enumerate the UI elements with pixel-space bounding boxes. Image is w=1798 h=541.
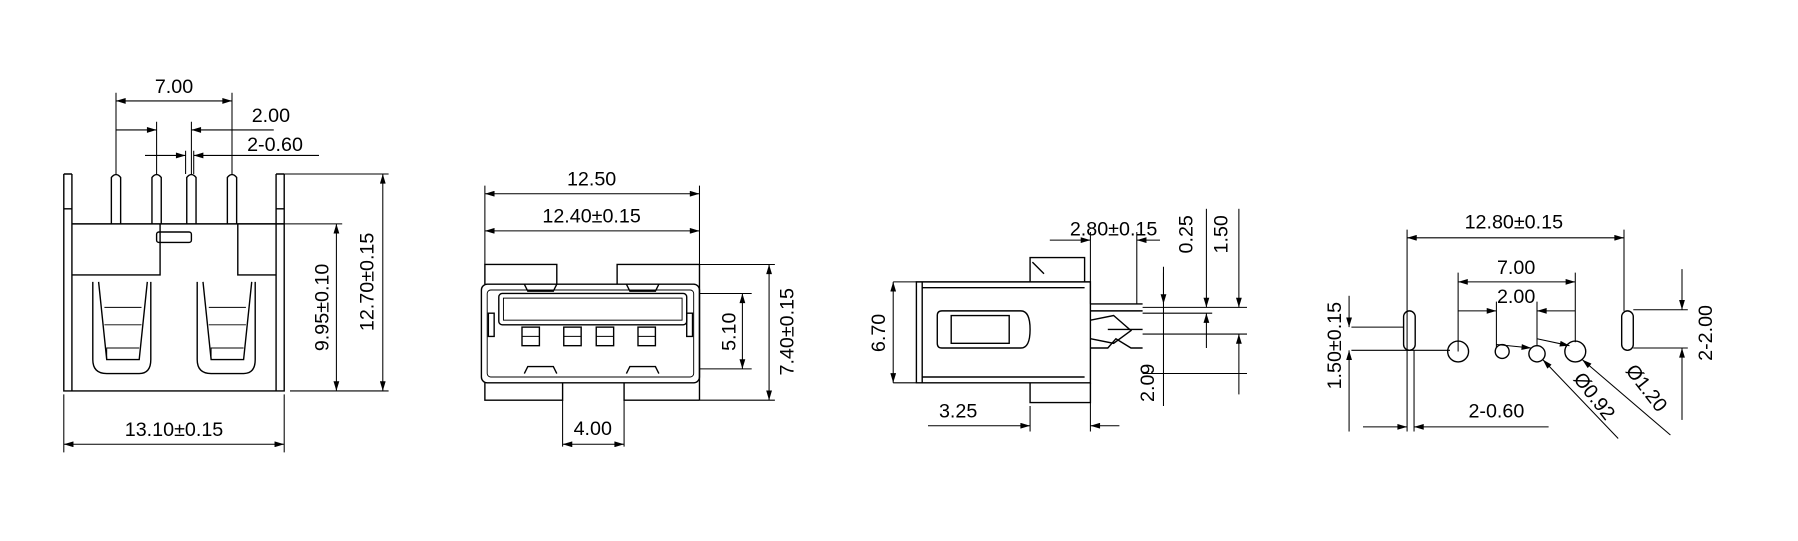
side-window: [936, 310, 1031, 349]
side-body: [915, 281, 1092, 384]
dim-shell-height: 7.40±0.15: [776, 288, 798, 376]
header: [63, 208, 285, 276]
dim-pin-height: 2.09: [1137, 364, 1159, 402]
dim-shell-width: 12.50: [567, 169, 616, 191]
dim-pin-pitch: 2.00: [252, 105, 290, 127]
dim-thickness: 0.25: [1175, 215, 1197, 253]
shell: [480, 283, 701, 384]
dim-pin-width: 2-0.60: [247, 134, 303, 156]
dim-hole-pitch: 2.00: [1497, 286, 1535, 308]
dim-opening-width: 12.40±0.15: [542, 206, 641, 228]
front-view: 7.00 2.00 2-0.60 12.70±0.15 9.95±0.10 13…: [63, 76, 389, 453]
dim-side-height: 6.70: [868, 314, 890, 352]
dim-small-hole-dia: Ø0.92: [1569, 369, 1619, 425]
side-pins: [1090, 303, 1143, 349]
side-view: 6.70 3.25 2.80±0.15 0.25 1.50 2.09: [868, 208, 1247, 432]
dim-slot-span: 12.80±0.15: [1465, 212, 1564, 234]
dim-large-hole-dia: Ø1.20: [1621, 360, 1671, 416]
footprint-view: 12.80±0.15 7.00 2.00 1.50±0.15 2-2.00 2-…: [1324, 212, 1717, 439]
dim-pin-length: 2.80±0.15: [1070, 218, 1158, 240]
key-slot: [155, 231, 193, 244]
dim-slot-offset: 1.50±0.15: [1324, 302, 1346, 390]
hole-2: [1494, 343, 1510, 360]
slot-left: [1402, 310, 1416, 352]
dim-hole-span: 7.00: [1497, 257, 1535, 279]
shell-tabs: [484, 263, 701, 401]
pins: [110, 173, 238, 224]
face-view: 12.50 12.40±0.15 5.10 7.40±0.15 4.00: [480, 169, 798, 448]
dim-body-height: 9.95±0.10: [311, 264, 333, 352]
dim-body-width: 13.10±0.15: [125, 419, 224, 441]
hole-3: [1528, 344, 1546, 363]
hole-4: [1564, 340, 1587, 363]
latch-left: [92, 281, 152, 375]
latch-right: [196, 281, 256, 375]
body-outline: [63, 173, 285, 392]
dim-opening-height: 5.10: [718, 313, 740, 351]
contacts: [521, 326, 657, 347]
dim-pin-span: 7.00: [155, 76, 193, 98]
slot-right: [1620, 310, 1634, 352]
dim-slot-length: 2-2.00: [1695, 305, 1717, 361]
side-tabs: [1029, 256, 1092, 404]
dim-pin-offset: 1.50: [1210, 215, 1232, 253]
dim-tab-spacing: 4.00: [574, 418, 612, 440]
dim-slot-width: 2-0.60: [1468, 401, 1524, 423]
dim-overall-height: 12.70±0.15: [357, 233, 379, 332]
tongue: [498, 292, 688, 326]
dim-side-offset: 3.25: [939, 401, 977, 423]
